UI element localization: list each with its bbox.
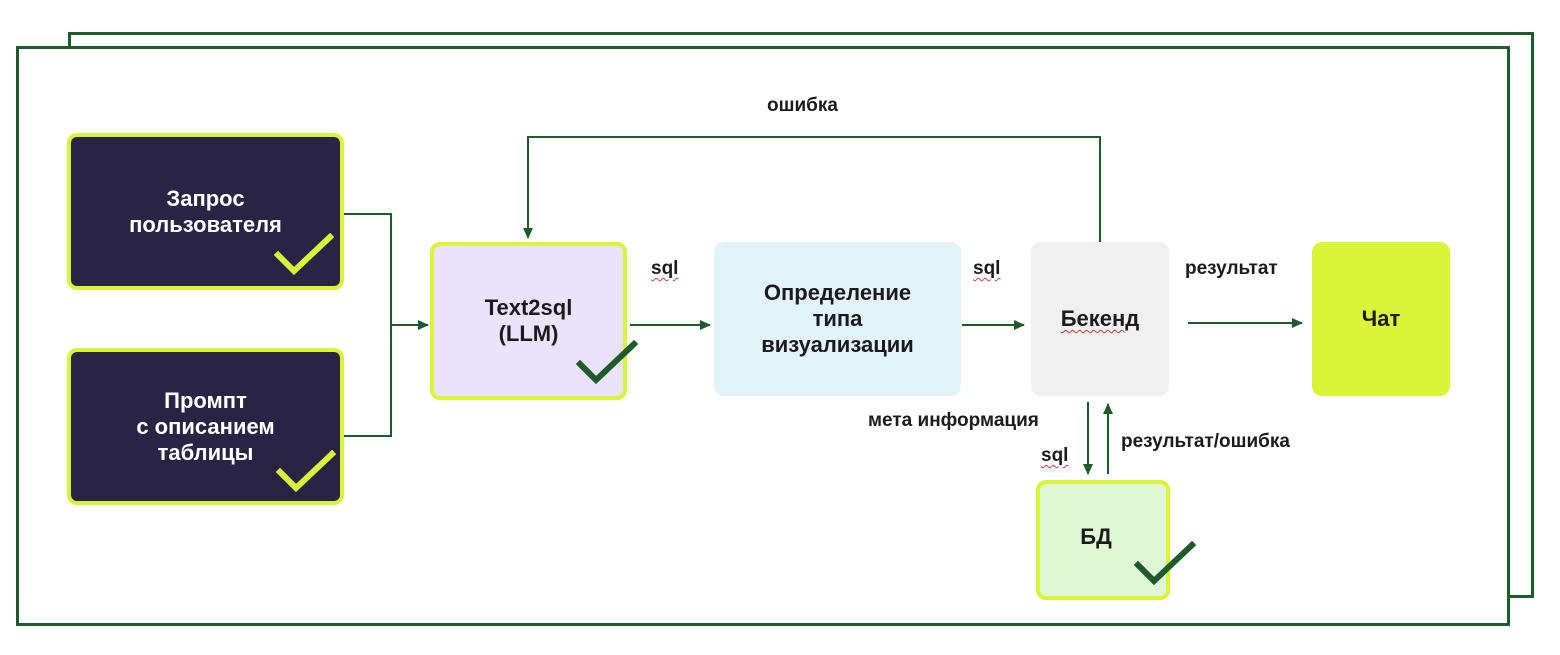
edge-label-error: ошибка bbox=[767, 95, 838, 116]
check-icon bbox=[576, 340, 638, 385]
prompt-label: Промпт с описанием таблицы bbox=[136, 387, 275, 465]
backend-node: Бекенд bbox=[1031, 242, 1169, 396]
edge-label-result: результат bbox=[1185, 258, 1278, 279]
line-user-query bbox=[342, 213, 392, 325]
line-prompt bbox=[342, 325, 392, 437]
user-query-label: Запрос пользователя bbox=[129, 185, 282, 237]
chat-label: Чат bbox=[1361, 306, 1401, 331]
db-label: БД bbox=[1080, 524, 1112, 549]
prompt-node: Промпт с описанием таблицы bbox=[67, 348, 344, 505]
db-node: БД bbox=[1036, 480, 1170, 600]
check-icon bbox=[1134, 541, 1196, 586]
chat-node: Чат bbox=[1312, 242, 1450, 396]
check-icon bbox=[276, 450, 336, 493]
text2sql-label: Text2sql (LLM) bbox=[484, 295, 573, 346]
backend-label: Бекенд bbox=[1060, 306, 1140, 331]
visualization-type-label: Определение типа визуализации bbox=[761, 280, 914, 357]
edge-label-result-error: результат/ошибка bbox=[1121, 431, 1290, 452]
visualization-type-node: Определение типа визуализации bbox=[714, 242, 961, 396]
edge-label-sql-1: sql bbox=[651, 258, 679, 279]
text2sql-node: Text2sql (LLM) bbox=[430, 242, 627, 400]
edge-label-meta: мета информация bbox=[868, 410, 1039, 431]
check-icon bbox=[274, 233, 334, 276]
arrow-error-loop bbox=[523, 136, 1101, 243]
edge-label-sql-3: sql bbox=[1041, 445, 1069, 466]
edge-label-sql-2: sql bbox=[973, 258, 1001, 279]
